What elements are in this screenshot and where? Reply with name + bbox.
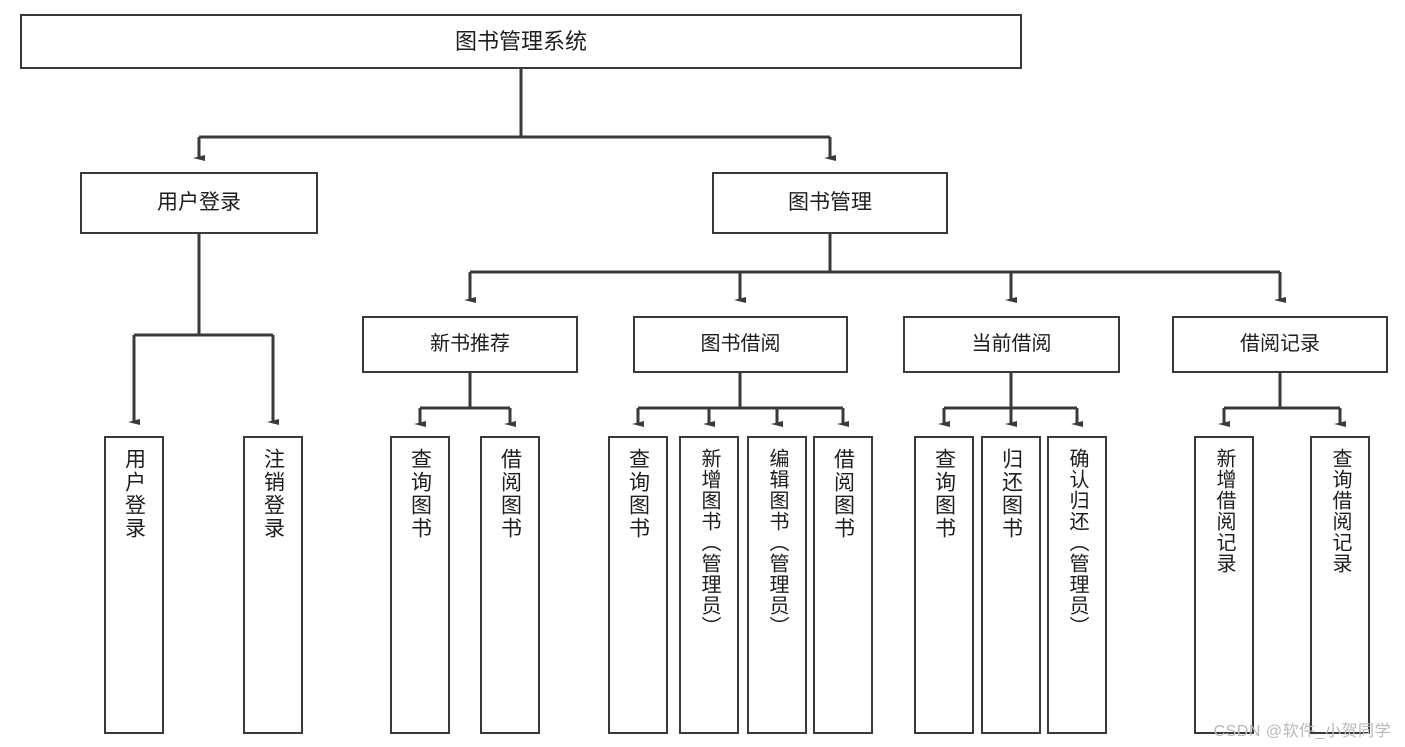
node-label: 新书推荐	[430, 332, 510, 355]
leaf-user-login[interactable]: 用户登录	[104, 436, 164, 734]
node-label: 查询借阅记录	[1329, 448, 1351, 574]
leaf-query-book-current[interactable]: 查询图书	[914, 436, 974, 734]
leaf-query-borrow-record[interactable]: 查询借阅记录	[1310, 436, 1370, 734]
leaf-confirm-return-admin[interactable]: 确认归还（管理员）	[1047, 436, 1107, 734]
node-label: 注销登录	[261, 448, 285, 540]
node-label: 查询图书	[408, 448, 432, 540]
node-book-borrow[interactable]: 图书借阅	[633, 316, 848, 373]
node-label: 借阅图书	[498, 448, 522, 540]
leaf-logout[interactable]: 注销登录	[243, 436, 303, 734]
leaf-query-book-borrow[interactable]: 查询图书	[608, 436, 668, 734]
node-label: 确认归还（管理员）	[1066, 448, 1088, 637]
node-label: 当前借阅	[971, 332, 1052, 355]
node-borrow-record[interactable]: 借阅记录	[1172, 316, 1388, 373]
node-label: 借阅图书	[831, 448, 855, 540]
node-label: 查询图书	[626, 448, 650, 540]
node-book-management[interactable]: 图书管理	[712, 172, 948, 234]
node-current-borrow[interactable]: 当前借阅	[903, 316, 1120, 373]
node-label: 新增图书（管理员）	[698, 448, 720, 637]
node-label: 归还图书	[999, 448, 1023, 540]
node-label: 编辑图书（管理员）	[766, 448, 788, 637]
leaf-query-book-recommend[interactable]: 查询图书	[390, 436, 450, 734]
leaf-edit-book-admin[interactable]: 编辑图书（管理员）	[747, 436, 807, 734]
node-label: 借阅记录	[1240, 332, 1320, 355]
node-root-book-management-system[interactable]: 图书管理系统	[20, 14, 1022, 69]
leaf-return-book[interactable]: 归还图书	[981, 436, 1041, 734]
node-label: 新增借阅记录	[1213, 448, 1235, 574]
node-label: 图书管理系统	[454, 28, 587, 54]
node-label: 查询图书	[932, 448, 956, 540]
node-label: 用户登录	[157, 190, 241, 214]
leaf-borrow-book-recommend[interactable]: 借阅图书	[480, 436, 540, 734]
node-user-login[interactable]: 用户登录	[80, 172, 318, 234]
node-new-book-recommend[interactable]: 新书推荐	[362, 316, 578, 373]
node-label: 图书管理	[788, 190, 872, 214]
leaf-borrow-book[interactable]: 借阅图书	[813, 436, 873, 734]
node-label: 用户登录	[122, 448, 146, 540]
leaf-add-book-admin[interactable]: 新增图书（管理员）	[679, 436, 739, 734]
leaf-add-borrow-record[interactable]: 新增借阅记录	[1194, 436, 1254, 734]
node-label: 图书借阅	[700, 332, 781, 355]
